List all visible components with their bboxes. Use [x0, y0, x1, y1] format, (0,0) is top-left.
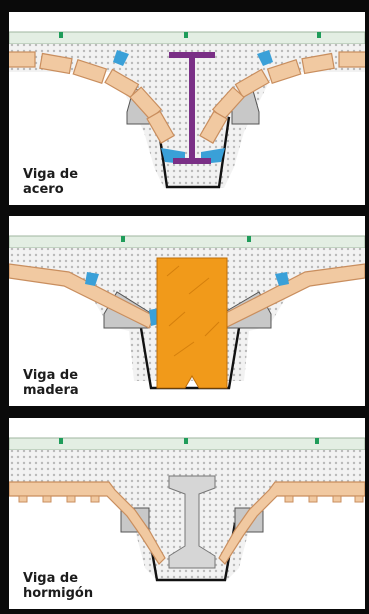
panel-wood-beam: Viga de madera [9, 216, 365, 406]
wood-beam-icon [156, 257, 228, 389]
steel-i-beam-icon [169, 52, 215, 164]
caption-line-2: acero [23, 182, 64, 197]
panel-concrete-beam: Viga de hormigón [9, 418, 365, 609]
steel-beam-section-drawing [9, 31, 365, 189]
caption-wood: Viga de madera [23, 368, 79, 398]
left-top-connector [85, 272, 99, 286]
concrete-beam-section-drawing [9, 437, 365, 582]
left-top-connector [113, 50, 129, 66]
panel-steel-beam: Viga de acero [9, 12, 365, 205]
caption-line-2: madera [23, 383, 79, 398]
slab-rebar-mark [315, 438, 319, 444]
left-vault-slab [9, 263, 155, 329]
wood-beam-section-drawing [9, 235, 365, 390]
slab-rebar-mark [317, 32, 321, 38]
slab-rebar-mark [247, 236, 251, 242]
caption-line-2: hormigón [23, 586, 94, 601]
caption-concrete: Viga de hormigón [23, 571, 93, 601]
concrete-infill [9, 44, 365, 188]
vault-ribs [18, 495, 364, 503]
beam-trough [155, 116, 231, 189]
left-vault-blocks [9, 51, 175, 144]
slab-rebar-mark [121, 236, 125, 242]
slab-rebar-mark [59, 438, 63, 444]
beam-trough [137, 315, 243, 390]
slab-rebar-mark [59, 32, 63, 38]
right-top-connector [275, 272, 289, 286]
caption-steel: Viga de acero [23, 167, 78, 197]
slab-rebar-mark [184, 32, 188, 38]
caption-line-1: Viga de [23, 368, 79, 383]
top-slab [9, 235, 365, 249]
caption-line-1: Viga de [23, 167, 79, 182]
caption-line-1: Viga de [23, 571, 79, 586]
right-top-connector [257, 50, 273, 66]
right-vault-blocks [199, 51, 365, 144]
slab-rebar-mark [184, 438, 188, 444]
concrete-beam-icon [168, 475, 216, 569]
